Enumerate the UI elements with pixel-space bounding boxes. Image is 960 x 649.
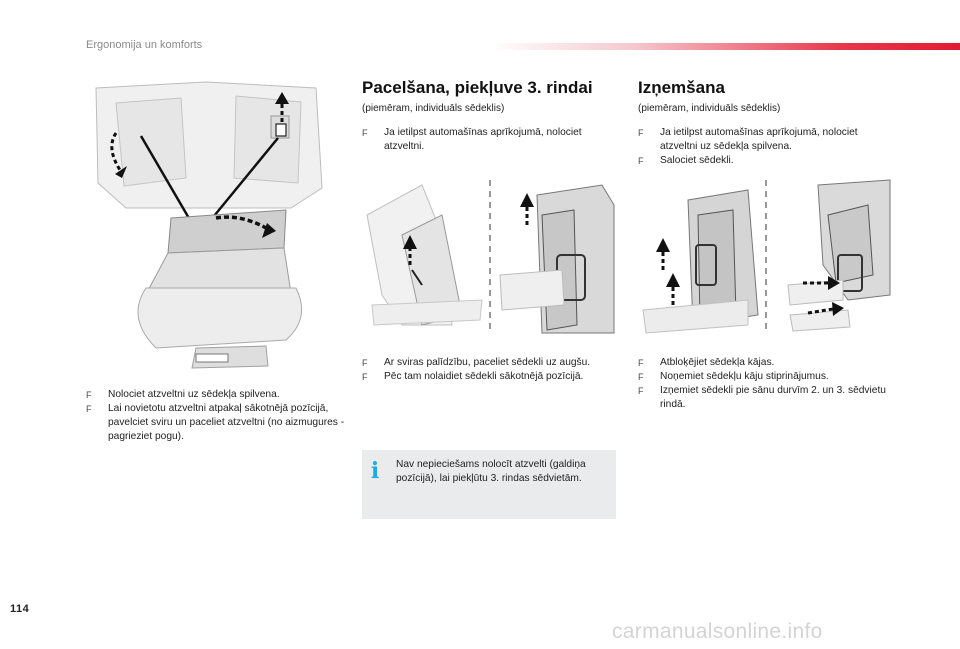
page-number: 114 xyxy=(10,603,30,615)
figure-raise-seat xyxy=(362,175,616,336)
bullet-marker-icon: F xyxy=(86,390,92,400)
bullet-marker-icon: F xyxy=(638,386,644,396)
watermark: carmanualsonline.info xyxy=(612,620,823,643)
bullet-marker-icon: F xyxy=(362,372,368,382)
seat-remove-illustration xyxy=(638,175,892,336)
info-icon: i xyxy=(370,458,380,484)
subtitle-example: (piemēram, individuāls sēdeklis) xyxy=(362,103,505,114)
bullet-marker-icon: F xyxy=(86,404,92,414)
bullet-marker-icon: F xyxy=(638,128,644,138)
heading-raise-access: Pacelšana, piekļuve 3. rindai xyxy=(362,78,593,97)
info-note: i Nav nepieciešams nolocīt atzvelti (gal… xyxy=(362,450,616,519)
section-title: Ergonomija un komforts xyxy=(86,39,203,51)
bullet-marker-icon: F xyxy=(638,372,644,382)
figure-fold-backrest xyxy=(86,78,340,371)
seat-fold-illustration xyxy=(86,78,340,371)
info-note-text: Nav nepieciešams nolocīt atzvelti (galdi… xyxy=(396,459,586,484)
heading-removal: Izņemšana xyxy=(638,78,725,97)
subtitle-example: (piemēram, individuāls sēdeklis) xyxy=(638,103,781,114)
figure-remove-seat xyxy=(638,175,892,336)
bullet-marker-icon: F xyxy=(638,358,644,368)
bullet-marker-icon: F xyxy=(638,156,644,166)
header-accent-bar xyxy=(490,43,960,50)
bullet-marker-icon: F xyxy=(362,128,368,138)
bullet-marker-icon: F xyxy=(362,358,368,368)
seat-raise-illustration xyxy=(362,175,616,336)
